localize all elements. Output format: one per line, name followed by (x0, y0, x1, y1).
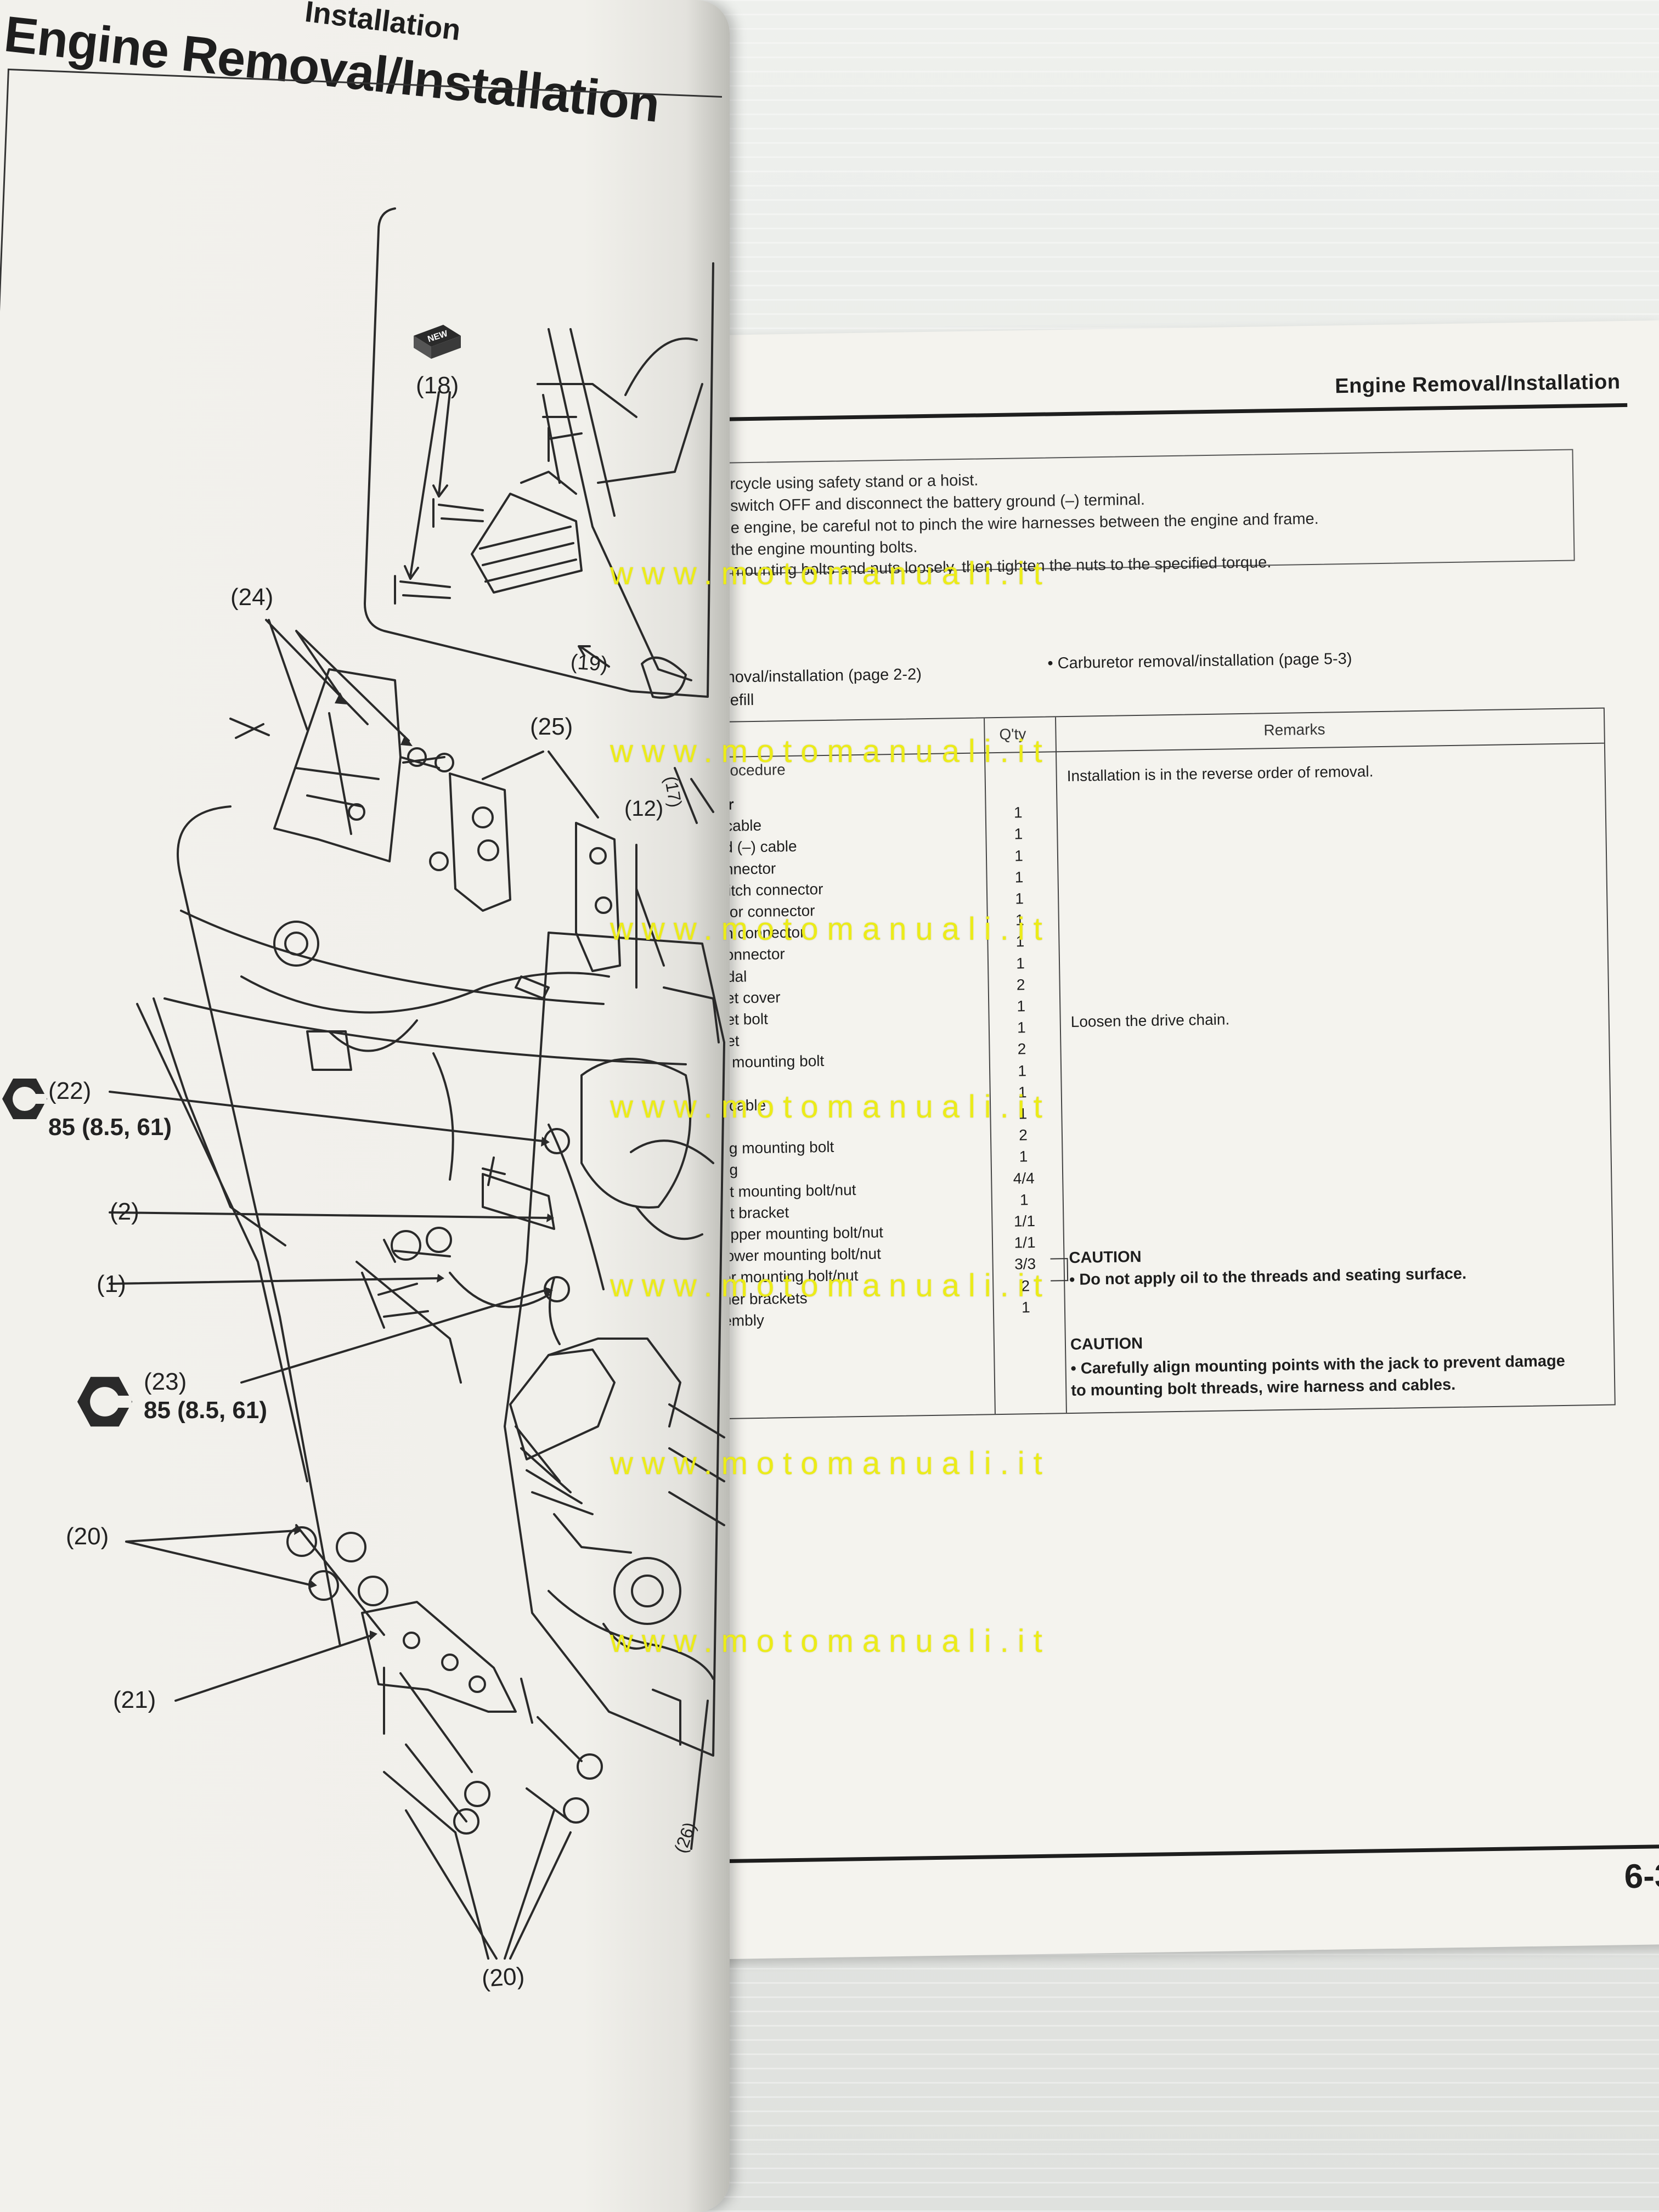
watermark: www.motomanuali.it (610, 1089, 1051, 1125)
table-row-qty: 1 (1016, 955, 1025, 972)
watermark: www.motomanuali.it (610, 733, 1051, 769)
caution-text: • Carefully align mounting points with t… (1070, 1352, 1566, 1400)
table-row-qty: 1 (1019, 1148, 1028, 1165)
table-row-qty: 2 (1018, 1126, 1028, 1144)
table-row-qty: 1 (1013, 804, 1023, 821)
note-line: n switch OFF and disconnect the battery … (716, 490, 1146, 515)
table-row-item: lower mounting bolt/nut (722, 1245, 882, 1265)
left-page: Installation Engine Removal/Installation (0, 0, 730, 2212)
table-row-qty (996, 782, 1040, 783)
table-row-item: g mounting bolt (719, 1052, 825, 1071)
torque-icon (77, 1376, 133, 1427)
callout-19: (19) (569, 650, 608, 676)
callout-12: (12) (624, 797, 664, 821)
watermark: www.motomanuali.it (610, 1446, 1051, 1481)
callout-24: (24) (230, 584, 274, 611)
requisite-item: removal/installation (page 2-2) (707, 665, 922, 687)
header-rule (703, 403, 1628, 422)
caution-text: • Do not apply oil to the threads and se… (1069, 1265, 1467, 1289)
column-divider (1055, 717, 1067, 1413)
note-line: torcycle using safety stand or a hoist. (716, 471, 979, 493)
table-row-qty: 1 (1015, 890, 1024, 907)
column-divider (984, 718, 996, 1414)
table-row-qty: 1 (1017, 1019, 1026, 1036)
callout-20: (20) (66, 1523, 109, 1550)
remark-drive-chain: Loosen the drive chain. (1070, 1011, 1230, 1030)
inset-outline (364, 207, 714, 698)
caution-title: CAUTION (1069, 1248, 1142, 1267)
page-header: Engine Removal/Installation (1335, 370, 1621, 398)
requisite-item: • Carburetor removal/installation (page … (1047, 650, 1352, 673)
footer-rule (726, 1844, 1659, 1864)
caution-bracket (1050, 1258, 1069, 1282)
table-row-item: witch connector (716, 881, 823, 900)
page-number: 6-3 (1624, 1857, 1659, 1896)
callout-23: (23) (144, 1368, 187, 1395)
table-row-qty: 2 (1016, 976, 1025, 994)
table-row-qty: 1 (1014, 825, 1023, 843)
watermark: www.motomanuali.it (610, 911, 1051, 947)
column-header-remarks: Remarks (1263, 720, 1325, 739)
table-row-qty: 1/1 (1014, 1234, 1036, 1251)
caution-title: CAUTION (1070, 1334, 1143, 1354)
table-row-item: nt mounting bolt/nut (721, 1181, 856, 1201)
table-row-qty: 1 (1019, 1191, 1029, 1209)
table-row-item: upper mounting bolt/nut (721, 1223, 884, 1244)
torque-icon (2, 1079, 47, 1119)
table-row-qty: 1 (1018, 1062, 1027, 1080)
new-part-icon: NEW (414, 325, 461, 359)
watermark: www.motomanuali.it (610, 556, 1051, 591)
table-row-qty: 4/4 (1013, 1170, 1035, 1187)
table-row-qty: 1 (1014, 847, 1023, 865)
table-row-item: nt bracket (721, 1204, 789, 1222)
remark-reverse-order: Installation is in the reverse order of … (1066, 763, 1374, 785)
callout-1: (1) (97, 1271, 126, 1297)
callout-2: (2) (110, 1198, 139, 1225)
callout-25: (25) (530, 713, 573, 740)
callout-22: (22) (48, 1077, 92, 1104)
torque-value-22: 85 (8.5, 61) (48, 1114, 172, 1141)
table-row-qty: 1/1 (1013, 1212, 1036, 1230)
torque-value-23: 85 (8.5, 61) (144, 1397, 268, 1424)
callout-21: (21) (113, 1686, 156, 1713)
engine-exploded-diagram (109, 207, 725, 1960)
table-row-item: eg mounting bolt (720, 1138, 834, 1158)
callout-20-lower: (20) (481, 1962, 526, 1993)
table-row-qty: 1 (1017, 997, 1026, 1015)
table-row-qty: 1 (1014, 868, 1024, 886)
callout-18: (18) (416, 372, 459, 399)
table-row-qty: 2 (1017, 1040, 1026, 1058)
watermark: www.motomanuali.it (610, 1623, 1051, 1659)
watermark: www.motomanuali.it (610, 1268, 1051, 1304)
